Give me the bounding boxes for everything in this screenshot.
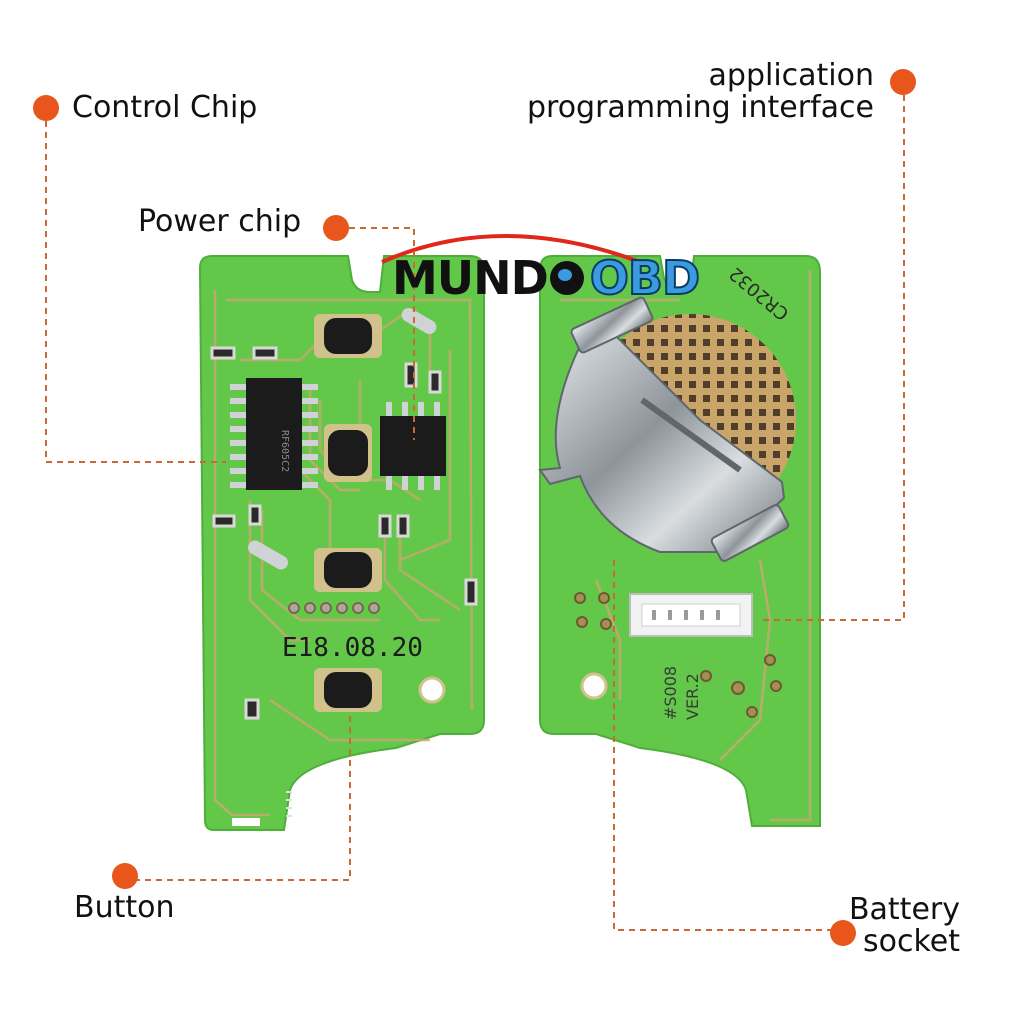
marker-power-chip	[323, 215, 349, 241]
programming-pads-left	[288, 602, 380, 614]
tactile-button-1	[314, 314, 382, 358]
logo-swoosh	[381, 234, 641, 264]
board-code-text: #S008	[661, 666, 680, 720]
board-version-text: VER.2	[683, 673, 702, 720]
programming-connector	[629, 593, 753, 637]
left-pcb-board: RF605C2	[198, 255, 485, 831]
leader-lines	[45, 84, 905, 931]
power-chip	[380, 402, 446, 490]
smd-components	[210, 346, 478, 720]
marker-control-chip	[33, 95, 59, 121]
label-api-line2: programming interface	[526, 90, 874, 125]
mounting-hole-right	[580, 672, 608, 700]
mounting-hole	[418, 676, 446, 704]
via-pads-right	[574, 592, 782, 718]
callout-markers	[33, 69, 916, 946]
marker-button	[112, 863, 138, 889]
battery-socket	[538, 296, 790, 562]
mundo-obd-logo: MUND OBD	[392, 248, 701, 308]
edge-teeth	[286, 791, 292, 817]
control-chip: RF605C2	[230, 378, 318, 490]
tactile-button-3	[314, 548, 382, 592]
label-battery-line1: Battery	[848, 892, 960, 927]
marker-battery-socket	[830, 920, 856, 946]
pcb-date-code: E18.08.20	[282, 633, 423, 663]
label-power-chip: Power chip	[138, 204, 302, 239]
marker-api	[890, 69, 916, 95]
smd-crystal	[401, 308, 437, 334]
label-control-chip: Control Chip	[72, 90, 258, 125]
globe-icon	[549, 261, 584, 295]
tactile-button-2	[324, 424, 372, 482]
smd-crystal-2	[248, 540, 288, 570]
control-chip-marking: RF605C2	[279, 430, 290, 472]
right-pcb-board: CR2032 #S008 VER.2	[538, 255, 821, 827]
label-api-line1: application	[708, 58, 874, 93]
label-button: Button	[74, 890, 175, 925]
label-battery-line2: socket	[862, 924, 960, 959]
tactile-button-4	[314, 668, 382, 712]
logo-text-mundo: MUND	[392, 251, 549, 305]
logo-text-obd: OBD	[589, 250, 701, 306]
led	[232, 818, 260, 826]
